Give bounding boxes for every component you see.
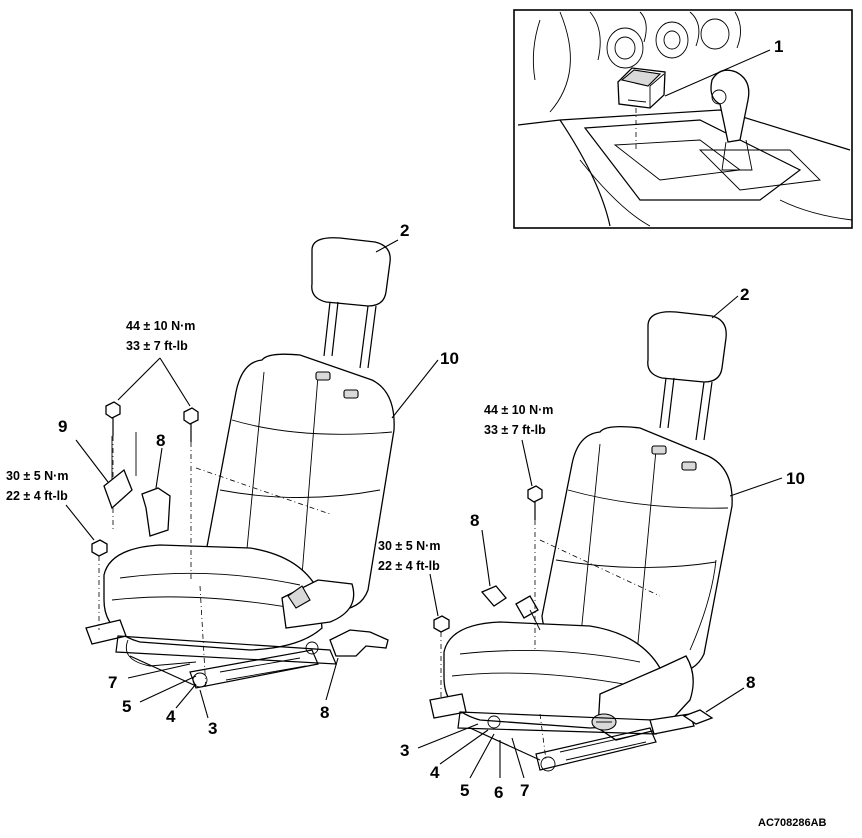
left-bolt-torque-ftlb: 33 ± 7 ft-lb bbox=[126, 339, 188, 353]
left-seat: 2 10 9 8 8 7 5 4 3 44 ± 10 N·m 33 ± 7 ft… bbox=[6, 221, 459, 738]
left-bracket bbox=[75, 432, 137, 510]
right-nut-torque-ftlb: 22 ± 4 ft-lb bbox=[378, 559, 440, 573]
inset-panel: 1 bbox=[513, 9, 853, 229]
right-bolt-torque-ftlb: 33 ± 7 ft-lb bbox=[484, 423, 546, 437]
right-cover-upper bbox=[480, 529, 507, 607]
right-callout-cover-upper: 8 bbox=[470, 511, 479, 530]
left-cushion bbox=[103, 544, 355, 651]
right-callout-7: 7 bbox=[520, 781, 529, 800]
right-callout-3: 3 bbox=[400, 741, 409, 760]
figure-code: AC708286AB bbox=[758, 817, 827, 829]
right-callout-headrest: 2 bbox=[740, 285, 749, 304]
left-callout-4: 4 bbox=[166, 707, 176, 726]
left-callout-headrest: 2 bbox=[400, 221, 409, 240]
left-callout-7: 7 bbox=[108, 673, 117, 692]
right-callout-6: 6 bbox=[494, 783, 503, 802]
inset-callout-1: 1 bbox=[774, 37, 783, 56]
left-seatback bbox=[205, 353, 395, 611]
left-cover-upper bbox=[141, 447, 171, 537]
left-seatback-bolts bbox=[105, 357, 199, 580]
left-headrest bbox=[311, 237, 391, 369]
left-callout-cover-upper: 8 bbox=[156, 431, 165, 450]
right-headrest bbox=[647, 311, 727, 441]
right-seat-rails bbox=[429, 693, 695, 772]
console-switch bbox=[617, 67, 666, 150]
left-bolt-torque-nm: 44 ± 10 N·m bbox=[126, 319, 195, 333]
right-callout-cover-lower: 8 bbox=[746, 673, 755, 692]
left-cushion-nut bbox=[65, 504, 108, 630]
left-nut-torque-ftlb: 22 ± 4 ft-lb bbox=[6, 489, 68, 503]
right-callout-seatback: 10 bbox=[786, 469, 805, 488]
right-seatback bbox=[541, 426, 733, 674]
right-callout-4: 4 bbox=[430, 763, 440, 782]
left-callout-5: 5 bbox=[122, 697, 131, 716]
right-seat: 2 10 8 8 3 4 5 6 7 44 ± 10 N·m 33 ± 7 ft… bbox=[378, 285, 805, 802]
left-callout-bracket: 9 bbox=[58, 417, 67, 436]
left-callout-cover-lower: 8 bbox=[320, 703, 329, 722]
right-callout-5: 5 bbox=[460, 781, 469, 800]
right-cushion-nut bbox=[429, 573, 450, 700]
right-bolt-torque-nm: 44 ± 10 N·m bbox=[484, 403, 553, 417]
left-callout-3: 3 bbox=[208, 719, 217, 738]
left-callout-seatback: 10 bbox=[440, 349, 459, 368]
right-nut-torque-nm: 30 ± 5 N·m bbox=[378, 539, 440, 553]
left-cover-lower bbox=[325, 629, 389, 701]
left-nut-torque-nm: 30 ± 5 N·m bbox=[6, 469, 68, 483]
right-cover-lower bbox=[682, 687, 745, 725]
right-seatback-bolt bbox=[521, 439, 543, 650]
